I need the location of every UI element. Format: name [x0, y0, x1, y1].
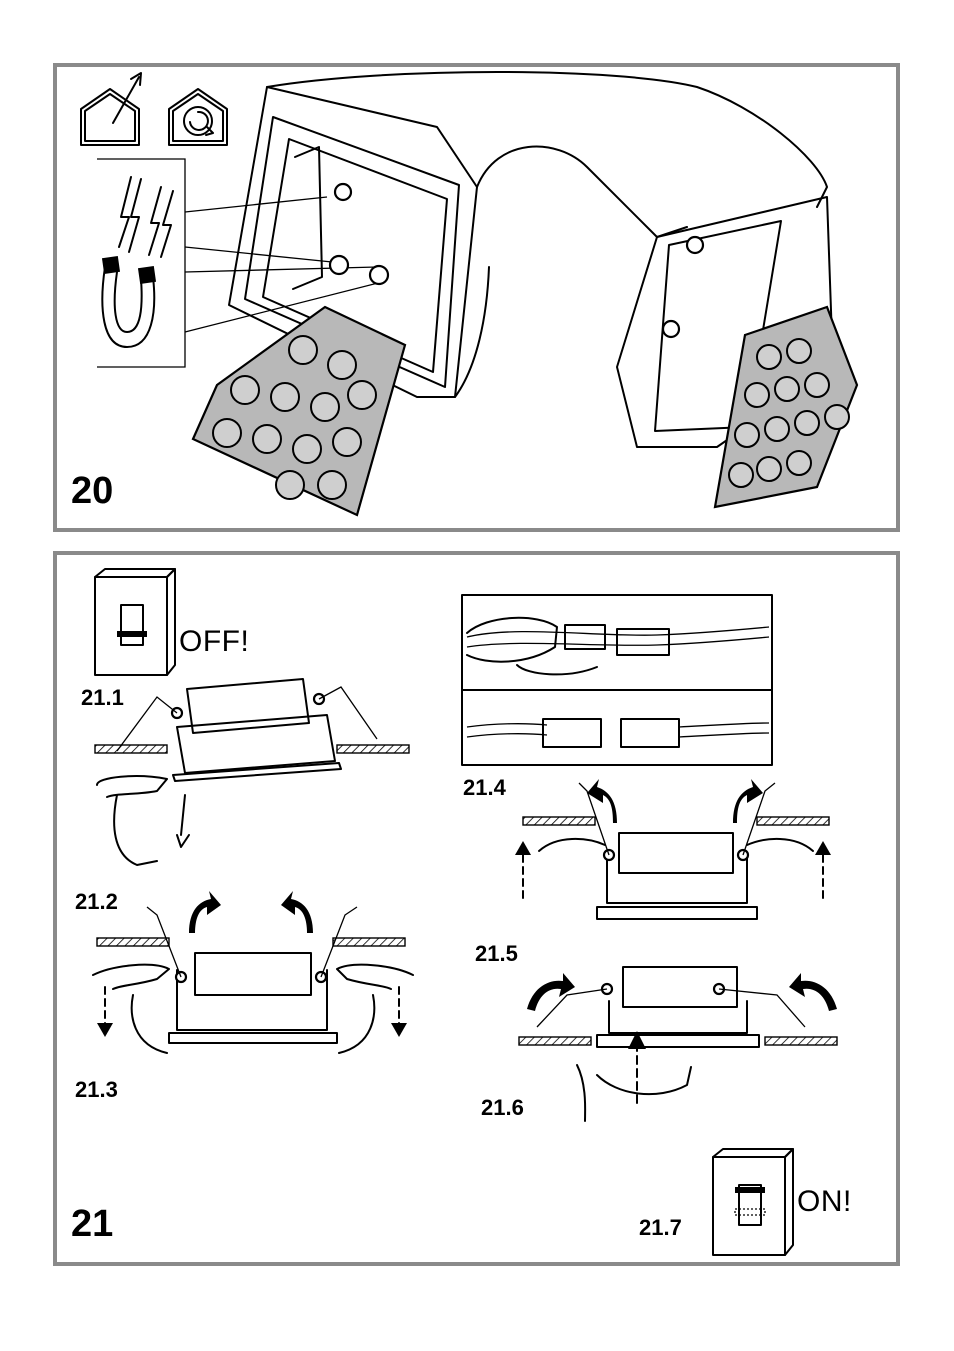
step-21-6-illustration	[519, 967, 837, 1121]
substep-21-7-label: 21.7	[639, 1217, 682, 1239]
grease-filter-left	[193, 307, 405, 515]
step-number: 20	[71, 472, 113, 510]
lamp-replacement-illustration	[57, 555, 904, 1270]
wall-switch-on	[713, 1149, 793, 1255]
wall-switch-off	[95, 569, 175, 675]
substep-21-3-label: 21.3	[75, 1079, 118, 1101]
step-20-panel: 20	[53, 63, 900, 532]
substep-21-5-label: 21.5	[475, 943, 518, 965]
grease-filter-right	[715, 307, 857, 507]
substep-21-1-label: 21.1	[81, 687, 124, 709]
step-21-panel: OFF! ON! 21.1 21.2 21.3 21.4 21.5 21.6 2…	[53, 551, 900, 1266]
substep-21-6-label: 21.6	[481, 1097, 524, 1119]
magnet-icon	[102, 177, 173, 347]
step-21-4-illustration	[462, 595, 772, 765]
step-21-1-illustration	[95, 679, 409, 865]
ducted-mode-icon	[81, 73, 141, 145]
recirculation-mode-icon	[169, 89, 227, 145]
grease-filter-magnet-illustration	[57, 67, 904, 536]
substep-21-4-label: 21.4	[463, 777, 506, 799]
switch-on-label: ON!	[797, 1187, 852, 1217]
step-21-5-illustration	[515, 779, 831, 919]
step-number: 21	[71, 1205, 113, 1243]
step-21-2-illustration	[93, 891, 413, 1053]
switch-off-label: OFF!	[179, 627, 249, 657]
substep-21-2-label: 21.2	[75, 891, 118, 913]
